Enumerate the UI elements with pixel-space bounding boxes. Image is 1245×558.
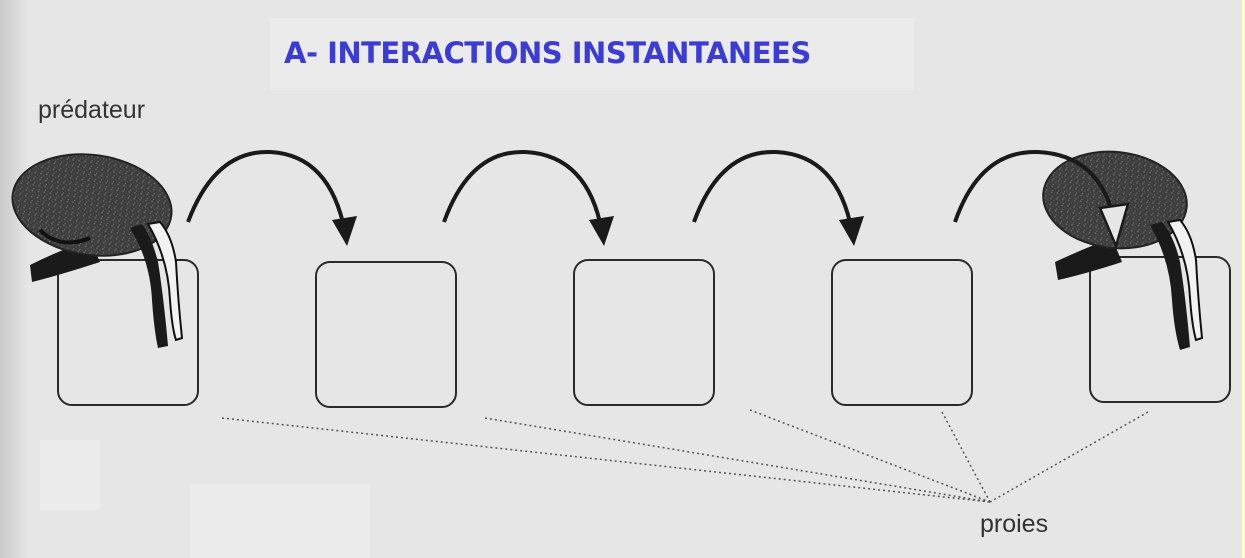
arrow-2-icon (442, 149, 614, 246)
prey-box-4 (831, 259, 973, 406)
arrow-3-icon (692, 149, 864, 246)
diagram-title: A- INTERACTIONS INSTANTANEES (284, 36, 811, 70)
predator-label: prédateur (38, 96, 146, 124)
prey-box-2 (315, 261, 457, 408)
predator-2-icon (1042, 150, 1204, 350)
scan-smudge (190, 485, 370, 558)
arrow-4-icon (953, 149, 1130, 250)
scan-edge (0, 0, 28, 558)
prey-box-1 (57, 259, 199, 406)
title-background (270, 18, 914, 90)
prey-label: proies (980, 510, 1049, 538)
prey-box-5 (1089, 256, 1231, 403)
prey-leader-lines (221, 409, 1149, 503)
scan-smudge (40, 440, 100, 510)
prey-box-3 (573, 259, 715, 406)
arrow-1-icon (186, 149, 357, 246)
predator-1-icon (11, 153, 184, 348)
